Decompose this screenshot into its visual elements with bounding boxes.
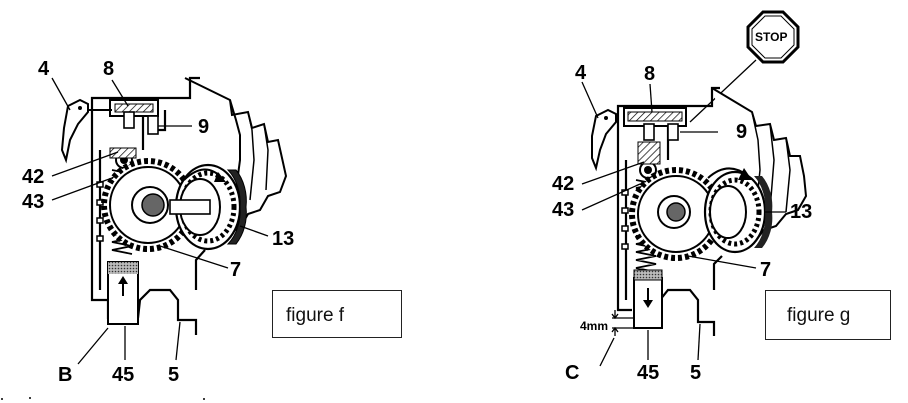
label-ref: C [565, 362, 579, 384]
gear [629, 167, 723, 261]
stop-sign-text: STOP [755, 30, 787, 44]
label-spring-top: 42 [22, 166, 44, 188]
top-slider [623, 107, 687, 141]
label-trigger: 4 [575, 62, 587, 84]
leader-lines [581, 81, 786, 367]
label-ring-gear: 13 [790, 201, 812, 223]
label-housing: 5 [690, 362, 701, 384]
label-ref: B [58, 364, 72, 386]
plunger [107, 261, 139, 325]
side-studs [621, 189, 629, 250]
caption-box-f [272, 290, 402, 338]
label-lever: 9 [198, 116, 209, 138]
figure-f-mechanism: 4 8 9 42 43 13 7 B 45 5 [22, 58, 294, 386]
label-housing: 5 [168, 364, 179, 386]
label-spring-top: 42 [552, 173, 574, 195]
label-gear: 7 [760, 259, 771, 281]
trigger-lever [60, 98, 112, 164]
top-slider [109, 99, 159, 135]
trigger-lever [591, 108, 617, 172]
caption-f: figure f [286, 305, 345, 326]
gear [101, 158, 195, 252]
gap-measure-label: 4mm [580, 319, 608, 333]
stray-marks [1, 397, 205, 400]
label-ring-gear: 13 [272, 228, 294, 250]
label-plunger: 45 [637, 362, 659, 384]
plunger [633, 269, 663, 329]
figure-g-mechanism: STOP [552, 10, 812, 384]
label-pin: 8 [644, 63, 655, 85]
label-pin: 8 [103, 58, 114, 80]
leader-lines [51, 77, 269, 365]
stop-sign-icon: STOP [689, 10, 800, 123]
caption-box-g [765, 290, 891, 340]
label-spring-bottom: 43 [552, 199, 574, 221]
label-lever: 9 [736, 121, 747, 143]
gap-measure [611, 310, 634, 336]
label-spring-bottom: 43 [22, 191, 44, 213]
label-plunger: 45 [112, 364, 134, 386]
label-trigger: 4 [38, 58, 50, 80]
ring-gear [703, 167, 773, 254]
ring-gear [169, 163, 247, 251]
caption-g: figure g [787, 305, 851, 326]
bellows-casing [711, 87, 808, 241]
label-gear: 7 [230, 259, 241, 281]
